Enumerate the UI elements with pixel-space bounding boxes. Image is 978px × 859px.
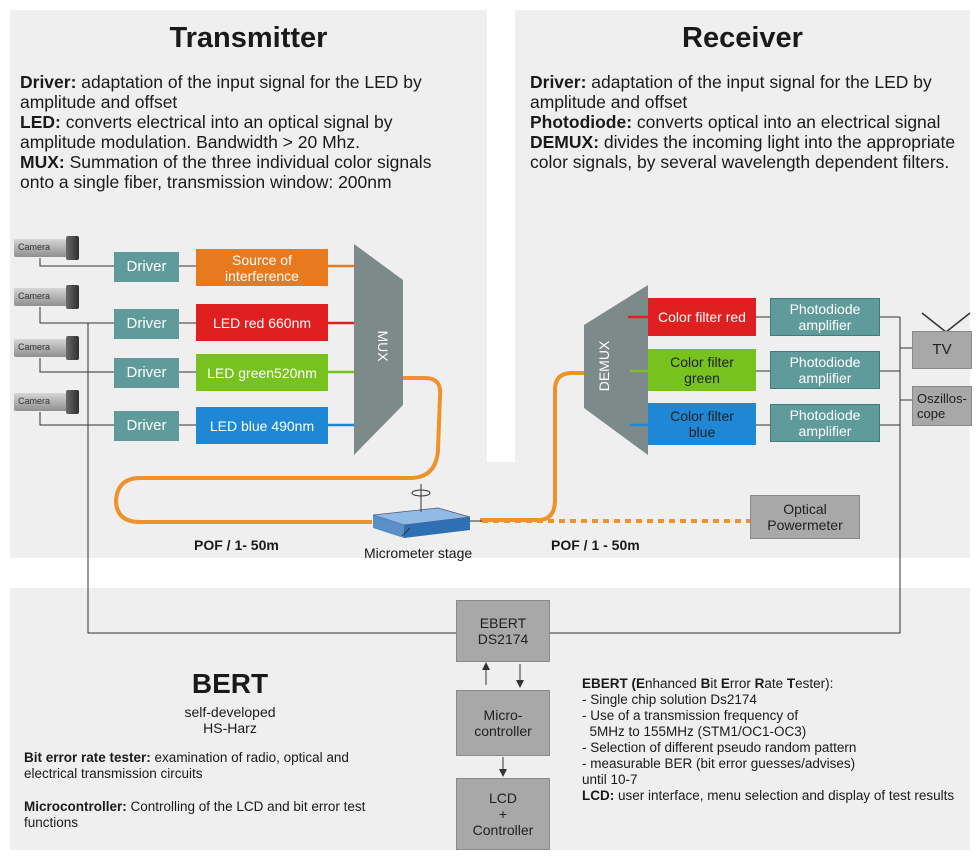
demux-shape [584,285,648,455]
driver-box-3: Driver [114,411,179,441]
led-blue: LED blue 490nm [196,407,328,444]
camera-icon: Camera [14,390,80,414]
filter-blue: Color filter blue [648,403,756,445]
desc-photodiode: Photodiode: converts optical into an ele… [530,112,941,132]
arrow-down-head [516,680,524,688]
axis-diag [401,527,411,537]
transmitter-title: Transmitter [169,22,328,54]
pof-left-label: POF / 1- 50m [194,537,279,553]
ebert-line: - measurable BER (bit error guesses/advi… [582,756,856,771]
source-interference: Source of interference [196,249,328,286]
arrow-up-head [482,662,490,670]
mux-shape [354,244,403,455]
ebert-heading: EBERT (Enhanced Bit Error Rate Tester): [582,676,834,691]
filter-green: Color filter green [648,349,756,391]
driver-box-1: Driver [114,309,179,339]
bert-subtitle-1: self-developed [184,704,276,720]
bert-subtitle-2: HS-Harz [203,720,257,736]
tv-box: TV [912,331,972,369]
microcontroller-box: Micro-controller [456,690,550,756]
receiver-title: Receiver [682,22,803,54]
cam-wire-0 [39,258,114,267]
tv-antenna-icon [921,312,971,333]
oscilloscope-box: Oszillos-cope [912,386,972,426]
desc-led: LED: converts electrical into an optical… [20,112,393,152]
photodiode-amplifier-1: Photodiode amplifier [770,351,880,389]
cam-wire-1 [39,307,114,324]
micrometer-stage-front [373,515,404,538]
ebert-box: EBERT DS2174 [456,600,550,662]
photodiode-amplifier-2: Photodiode amplifier [770,404,880,442]
lcd-controller-box: LCD + Controller [456,778,550,850]
camera-icon: Camera [14,236,80,260]
ebert-line: - Use of a transmission frequency of [582,708,799,723]
micrometer-label: Micrometer stage [364,545,473,561]
driver-box-2: Driver [114,358,179,388]
camera-icon: Camera [14,285,80,309]
mux-label: MUX [375,330,391,362]
bert-wire-right [550,590,901,634]
photodiode-amplifier-0: Photodiode amplifier [770,298,880,336]
bert-desc-tester: Bit error rate tester: examination of ra… [24,750,349,781]
cam-wire-2 [39,358,114,373]
demux-label: DEMUX [596,340,612,392]
optical-powermeter: Optical Powermeter [750,495,860,539]
camera-icon: Camera [14,336,80,360]
lcd-line-3: Controller [472,822,534,838]
arrow-lcd-head [499,769,507,777]
desc-driver: Driver: adaptation of the input signal f… [20,72,422,112]
desc-rx-driver: Driver: adaptation of the input signal f… [530,72,932,112]
receiver-description: Driver: adaptation of the input signal f… [530,72,968,172]
micrometer-stage-side [404,517,470,538]
led-red: LED red 660nm [196,304,328,341]
lcd-description: LCD: user interface, menu selection and … [582,788,955,803]
desc-mux: MUX: Summation of the three individual c… [20,152,432,192]
cam-wire-3 [39,412,114,426]
bert-title: BERT [191,668,269,699]
lcd-line-2: + [498,806,508,822]
fiber-right [480,371,584,522]
filter-red: Color filter red [648,298,756,336]
lcd-line-1: LCD [488,790,517,806]
transmitter-description: Driver: adaptation of the input signal f… [20,72,470,192]
pof-right-label: POF / 1 - 50m [551,537,640,553]
bert-wire-left [87,323,456,634]
ebert-line: - Single chip solution Ds2174 [582,692,757,707]
ebert-line: - Selection of different pseudo random p… [582,740,857,755]
ebert-line: 5MHz to 155MHz (STM1/OC1-OC3) [582,724,807,739]
driver-box-0: Driver [114,252,179,282]
bert-desc-microcontroller: Microcontroller: Controlling of the LCD … [24,799,366,830]
desc-demux: DEMUX: divides the incoming light into t… [530,132,956,172]
ebert-line: until 10-7 [582,772,638,787]
fiber-left [113,376,443,524]
ebert-description: EBERT (Enhanced Bit Error Rate Tester): … [582,676,962,804]
led-green: LED green520nm [196,354,328,391]
